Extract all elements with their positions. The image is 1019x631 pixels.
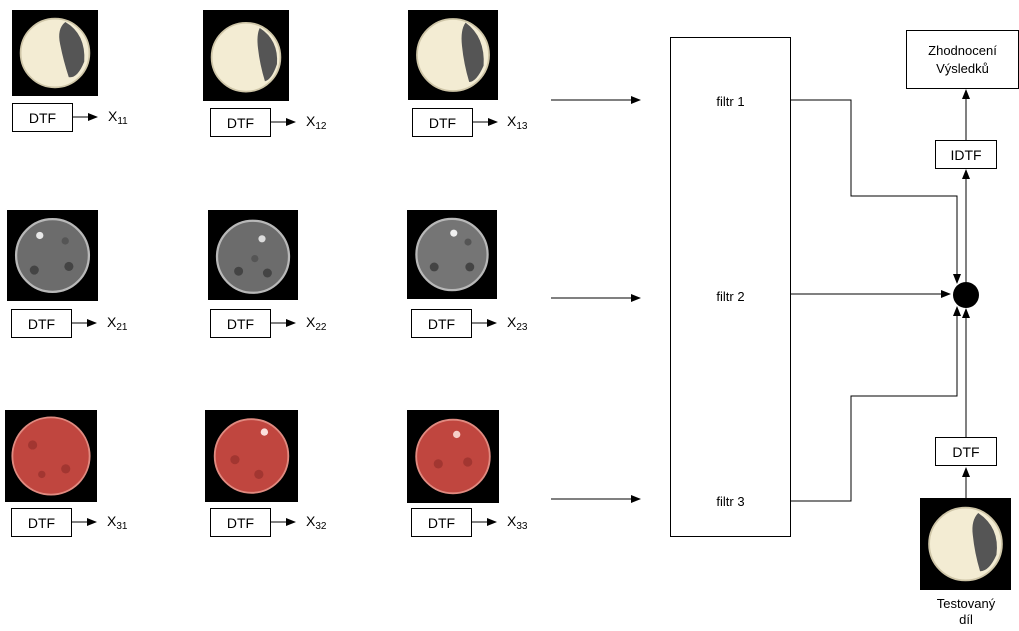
part-image-white-2 — [203, 10, 289, 101]
dtf-box-11: DTF — [12, 103, 73, 132]
variable-label-21: X21 — [107, 314, 128, 333]
dtf-box-31: DTF — [11, 508, 72, 537]
result-evaluation-box: Zhodnocení Výsledků — [906, 30, 1019, 89]
dtf-box-label: DTF — [427, 315, 456, 332]
variable-label-23: X23 — [507, 314, 528, 333]
part-image-red-1 — [5, 410, 97, 502]
variable-label-22: X22 — [306, 314, 327, 333]
test-part-caption-line-1: Testovaný — [936, 596, 996, 611]
variable-label-31: X31 — [107, 513, 128, 532]
variable-label-32: X32 — [306, 513, 327, 532]
dtf-box-23: DTF — [411, 309, 472, 338]
dtf-box-label: DTF — [428, 114, 457, 131]
connector-filter-3 — [791, 306, 961, 502]
multiplier-node — [953, 282, 979, 308]
test-part-caption-line-2: díl — [959, 612, 973, 627]
part-image-white-1 — [12, 10, 98, 96]
dtf-box-22: DTF — [210, 309, 271, 338]
dtf-box-33: DTF — [411, 508, 472, 537]
dtf-box-label: DTF — [427, 514, 456, 531]
test-part-caption: Testovaný díl — [906, 596, 1019, 628]
idtf-box: IDTF — [935, 140, 997, 169]
filter-2-label: filtr 2 — [716, 289, 745, 304]
dtf-box-21: DTF — [11, 309, 72, 338]
part-image-white-3 — [408, 10, 498, 100]
variable-label-12: X12 — [306, 113, 327, 132]
variable-label-13: X13 — [507, 113, 528, 132]
variable-label-33: X33 — [507, 513, 528, 532]
filter-3-label: filtr 3 — [716, 494, 745, 509]
dtf-box-label: DTF — [226, 114, 255, 131]
result-line-2: Výsledků — [936, 60, 989, 76]
dtf-box-12: DTF — [210, 108, 271, 137]
test-part-image — [920, 498, 1011, 590]
dtf-box-label: DTF — [226, 514, 255, 531]
part-image-red-3 — [407, 410, 499, 503]
dtf-box-label: DTF — [27, 315, 56, 332]
dtf-box-label: DTF — [28, 109, 57, 126]
filter-bank-box — [670, 37, 791, 537]
part-image-gray-1 — [7, 210, 98, 301]
test-dtf-label: DTF — [952, 443, 980, 460]
variable-label-11: X11 — [108, 108, 128, 127]
filter-1-label: filtr 1 — [716, 94, 745, 109]
dtf-box-label: DTF — [27, 514, 56, 531]
connector-filter-1 — [791, 99, 961, 284]
part-image-gray-2 — [208, 210, 298, 300]
part-image-gray-3 — [407, 210, 497, 299]
result-line-1: Zhodnocení — [928, 42, 997, 58]
dtf-box-32: DTF — [210, 508, 271, 537]
part-image-red-2 — [205, 410, 298, 502]
idtf-label: IDTF — [950, 146, 982, 163]
dtf-box-label: DTF — [226, 315, 255, 332]
test-dtf-box: DTF — [935, 437, 997, 466]
dtf-box-13: DTF — [412, 108, 473, 137]
